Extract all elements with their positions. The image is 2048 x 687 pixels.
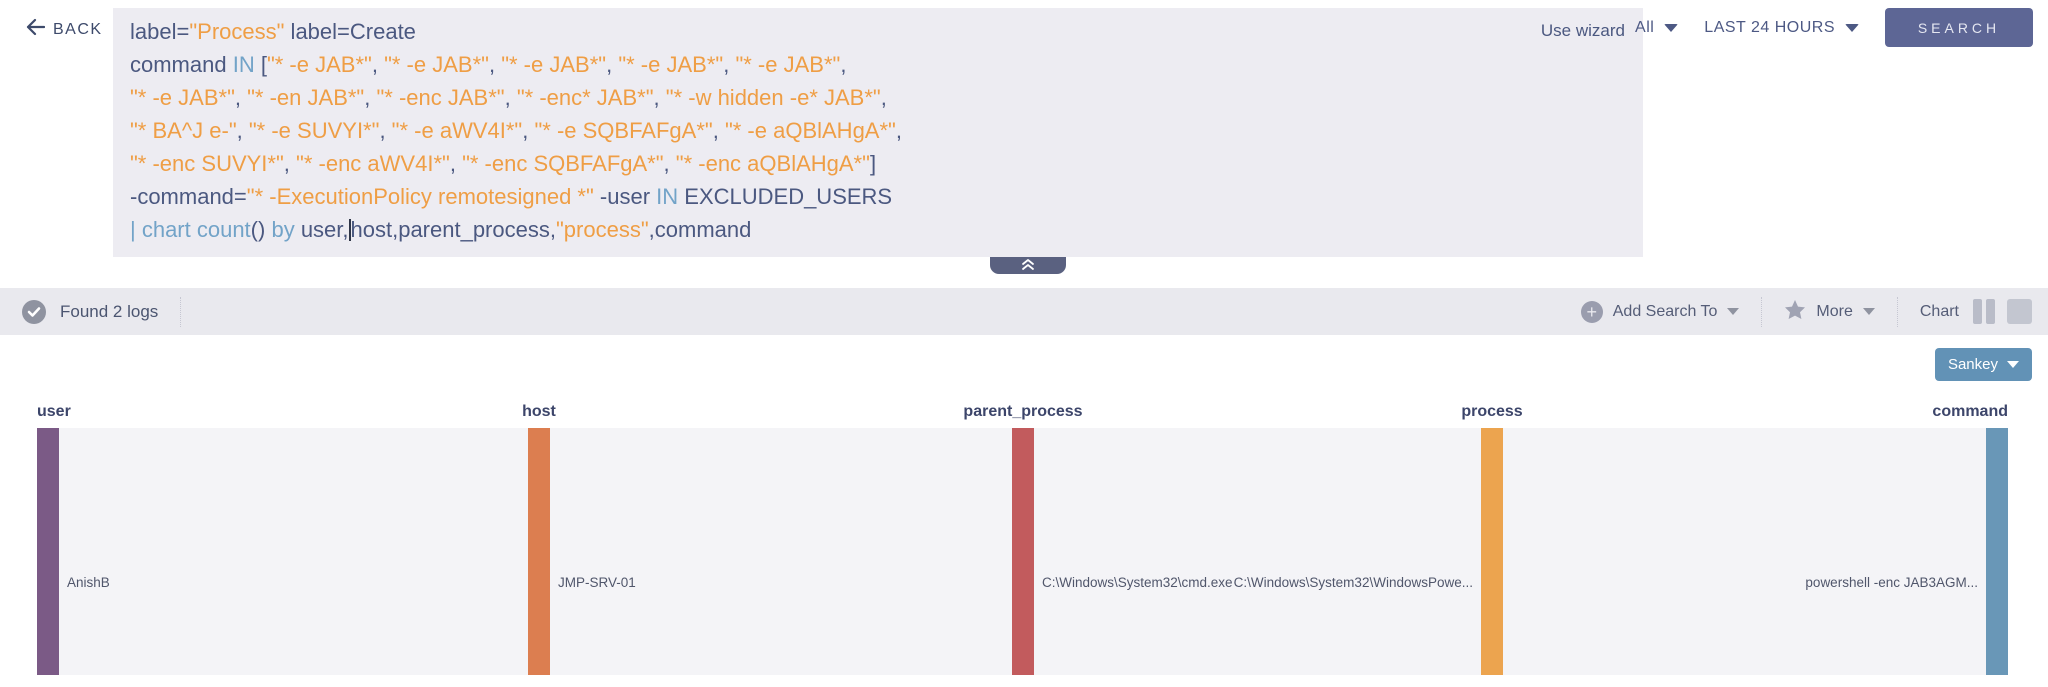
divider [1761, 296, 1763, 327]
column-header-host: host [522, 403, 556, 420]
sankey-node-label-host: JMP-SRV-01 [558, 575, 636, 590]
search-button[interactable]: SEARCH [1885, 8, 2033, 47]
chart-section-label: Chart [1919, 302, 1959, 320]
more-button[interactable]: More [1784, 299, 1875, 325]
sankey-node-command[interactable] [1986, 428, 2008, 675]
more-label: More [1816, 302, 1853, 320]
star-icon [1784, 299, 1806, 325]
chevron-down-icon [1727, 308, 1740, 315]
query-line: "* -e JAB*", "* -en JAB*", "* -enc JAB*"… [130, 85, 887, 110]
found-logs-text: Found 2 logs [60, 301, 159, 321]
query-line: -command="* -ExecutionPolicy remotesigne… [130, 184, 893, 209]
results-toolbar: Found 2 logs + Add Search To More Chart [0, 288, 2048, 335]
back-button[interactable]: BACK [26, 18, 103, 41]
column-header-command: command [1932, 403, 2008, 420]
add-search-to-button[interactable]: + Add Search To [1580, 300, 1740, 323]
use-wizard-link[interactable]: Use wizard [1540, 21, 1625, 40]
sankey-node-label-user: AnishB [67, 575, 110, 590]
full-view-icon[interactable] [2007, 299, 2032, 324]
time-range-value: LAST 24 HOURS [1704, 18, 1835, 36]
chevron-down-icon [1862, 308, 1875, 315]
query-editor[interactable]: label="Process" label=Create command IN [… [113, 8, 1643, 257]
back-label: BACK [53, 20, 103, 38]
time-range-selector[interactable]: LAST 24 HOURS [1704, 19, 1859, 37]
repo-selector[interactable]: All [1635, 18, 1679, 37]
results-status: Found 2 logs [0, 299, 159, 324]
query-line: "* BA^J e-", "* -e SUVYI*", "* -e aWV4I*… [130, 118, 902, 143]
query-text[interactable]: label="Process" label=Create command IN [… [113, 15, 1643, 246]
chevron-down-icon [2007, 361, 2019, 368]
divider [1896, 296, 1898, 327]
column-header-user: user [37, 403, 71, 420]
check-circle-icon [22, 299, 46, 324]
query-line: "* -enc SUVYI*", "* -enc aWV4I*", "* -en… [130, 151, 877, 176]
column-header-parent_process: parent_process [963, 403, 1083, 420]
chart-type-selector[interactable]: Sankey [1934, 348, 2032, 381]
sankey-node-parent_process[interactable] [1012, 428, 1034, 675]
repo-selector-value: All [1635, 18, 1655, 36]
double-chevron-up-icon [1020, 258, 1036, 274]
sankey-node-user[interactable] [37, 428, 59, 675]
sankey-node-process[interactable] [1481, 428, 1503, 675]
collapse-query-tab[interactable] [990, 257, 1066, 274]
sankey-node-host[interactable] [528, 428, 550, 675]
query-line: | chart count() by user,host,parent_proc… [130, 217, 752, 242]
divider [180, 296, 182, 327]
back-arrow-icon [26, 18, 46, 41]
chevron-down-icon [1845, 23, 1859, 32]
plus-circle-icon: + [1580, 300, 1603, 323]
add-search-to-label: Add Search To [1612, 302, 1718, 320]
sankey-node-label-process: C:\Windows\System32\WindowsPowe... [1233, 575, 1473, 590]
sankey-node-label-parent_process: C:\Windows\System32\cmd.exe [1042, 575, 1233, 590]
search-controls: All LAST 24 HOURS SEARCH [1635, 8, 2033, 47]
chevron-down-icon [1664, 23, 1679, 32]
query-line: command IN ["* -e JAB*", "* -e JAB*", "*… [130, 52, 847, 77]
chart-type-value: Sankey [1947, 356, 1998, 373]
column-header-process: process [1461, 403, 1523, 420]
sankey-node-label-command: powershell -enc JAB3AGM... [1805, 575, 1978, 590]
query-line: label="Process" label=Create [130, 19, 416, 44]
text-cursor [348, 219, 351, 241]
split-view-icon[interactable] [1973, 299, 1995, 324]
